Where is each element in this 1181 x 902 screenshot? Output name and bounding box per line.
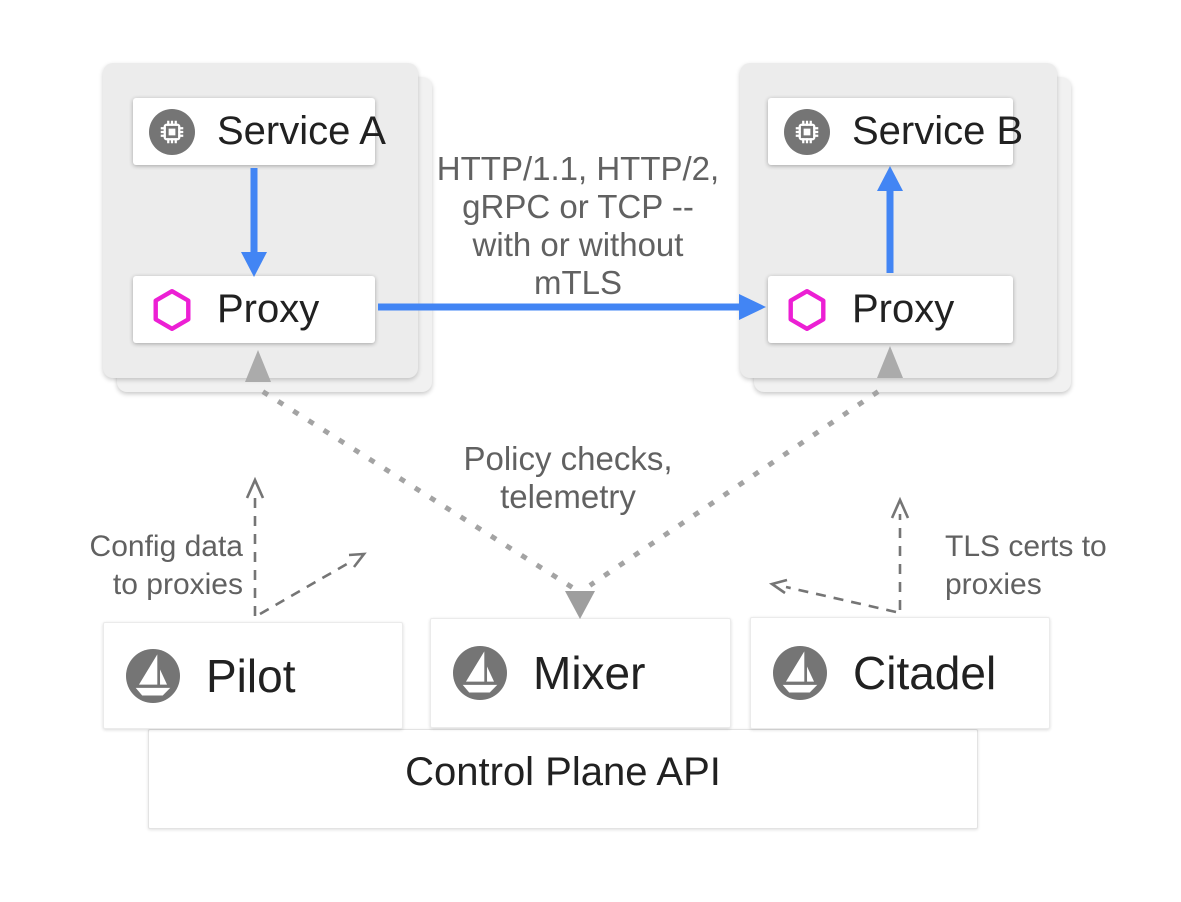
chip-icon <box>149 108 195 155</box>
istio-sail-icon <box>126 648 180 703</box>
mixer-arrowhead <box>565 591 595 619</box>
traffic-annotation: HTTP/1.1, HTTP/2, gRPC or TCP -- with or… <box>436 150 720 301</box>
dashed-arrow-pilot-diagonal <box>259 552 367 616</box>
hexagon-icon <box>788 288 826 331</box>
proxy-b-box: Proxy <box>768 276 1013 343</box>
dashed-arrow-citadel-diagonal <box>768 578 897 614</box>
mixer-label: Mixer <box>533 647 646 699</box>
citadel-label: Citadel <box>853 647 997 699</box>
service-b-label: Service B <box>852 109 1024 153</box>
pilot-box: Pilot <box>103 622 403 729</box>
service-b-box: Service B <box>768 98 1023 165</box>
config-annotation: Config data to proxies <box>89 530 243 601</box>
proxy-a-box: Proxy <box>133 276 375 343</box>
service-a-box: Service A <box>133 98 386 165</box>
pilot-label: Pilot <box>206 649 296 702</box>
pod-a: Service A Proxy <box>103 63 418 378</box>
control-plane-api-box: Control Plane API <box>148 729 978 829</box>
mixer-box: Mixer <box>430 618 731 728</box>
proxy-a-label: Proxy <box>217 287 320 331</box>
proxy-b-label: Proxy <box>852 287 955 331</box>
control-plane-api-label: Control Plane API <box>405 750 721 794</box>
citadel-box: Citadel <box>750 617 1050 729</box>
istio-sail-icon <box>773 646 827 700</box>
service-a-label: Service A <box>217 109 386 153</box>
tls-annotation: TLS certs to proxies <box>945 530 1107 601</box>
dashed-arrow-citadel-up <box>890 496 910 610</box>
istio-sail-icon <box>453 646 507 700</box>
hexagon-icon <box>153 288 191 331</box>
pod-b: Service B Proxy <box>740 63 1057 378</box>
dashed-arrow-pilot-up <box>245 476 265 616</box>
policy-annotation: Policy checks, telemetry <box>463 440 673 515</box>
chip-icon <box>784 108 830 155</box>
